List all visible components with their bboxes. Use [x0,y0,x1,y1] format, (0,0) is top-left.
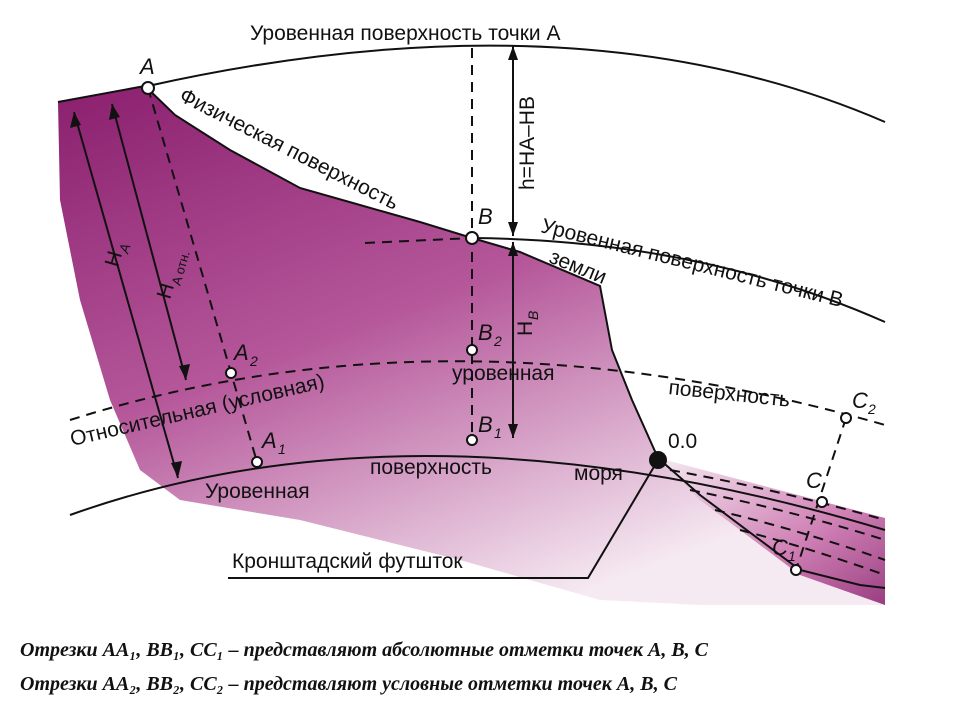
point-c2 [840,412,852,424]
label-point-b1-sub: 1 [494,425,502,441]
kronstadt-leader [228,459,659,579]
svg-text:H: H [153,280,179,301]
label-point-c1-sub: 1 [788,548,796,564]
label-point-c2-sub: 2 [867,401,876,417]
label-point-b2-sub: 2 [493,333,502,349]
svg-text:H: H [101,248,127,269]
level-surface-b [471,237,886,323]
label-point-a1: A [260,428,277,453]
level-surface-b-left [364,237,473,244]
ha-arrow [70,111,182,479]
label-kronstadt: Кронштадский футшток [232,550,463,573]
svg-text:A: A [115,242,133,256]
label-point-c: C [806,468,822,493]
point-b1 [466,434,478,446]
point-b [465,231,479,245]
point-b2 [466,344,478,356]
label-relative-end: поверхность [667,376,791,412]
label-h-formula: h=HA–HB [516,96,539,190]
physical-surface-line [57,84,886,589]
label-point-c2: C [852,388,868,413]
zero-point [649,451,667,469]
point-c [816,496,828,508]
caption-line-1: Отрезки АА₁, ВВ₁, СС₁ – представляют абс… [20,639,709,661]
vertical-a [147,87,258,463]
point-c1 [790,564,802,576]
label-point-c1: C [772,535,788,560]
label-point-a: A [138,54,155,79]
relative-level-surface [69,360,886,426]
label-point-a1-sub: 1 [278,441,286,457]
label-hb: H B [514,311,541,336]
svg-text:B: B [525,311,541,320]
label-point-a2-sub: 2 [249,353,258,369]
sea-dashes [669,469,886,576]
level-surface-a [147,44,886,123]
label-ha: H A [101,242,134,270]
sea-level-surface [69,455,886,531]
point-a2 [225,367,237,379]
label-point-b1: B [478,412,493,437]
point-a1 [251,456,263,468]
label-sea-3: моря [574,462,623,485]
hb-arrow [508,242,518,438]
label-point-b2: B [478,320,493,345]
point-a [141,81,155,95]
caption-line-2: Отрезки АА₂, ВВ₂, СС₂ – представляют усл… [20,673,678,695]
label-sea-2: поверхность [370,456,492,479]
label-zero: 0.0 [668,430,697,453]
vertical-c [795,417,847,571]
h-arrow [508,46,518,236]
label-sea-1: Уровенная [205,480,310,503]
label-point-a2: A [232,340,249,365]
ha-otn-arrow [109,103,190,381]
svg-text:H: H [514,321,537,336]
label-point-b: B [478,204,493,229]
label-relative-mid: уровенная [452,362,554,385]
label-level-a: Уровенная поверхность точки А [250,22,561,45]
